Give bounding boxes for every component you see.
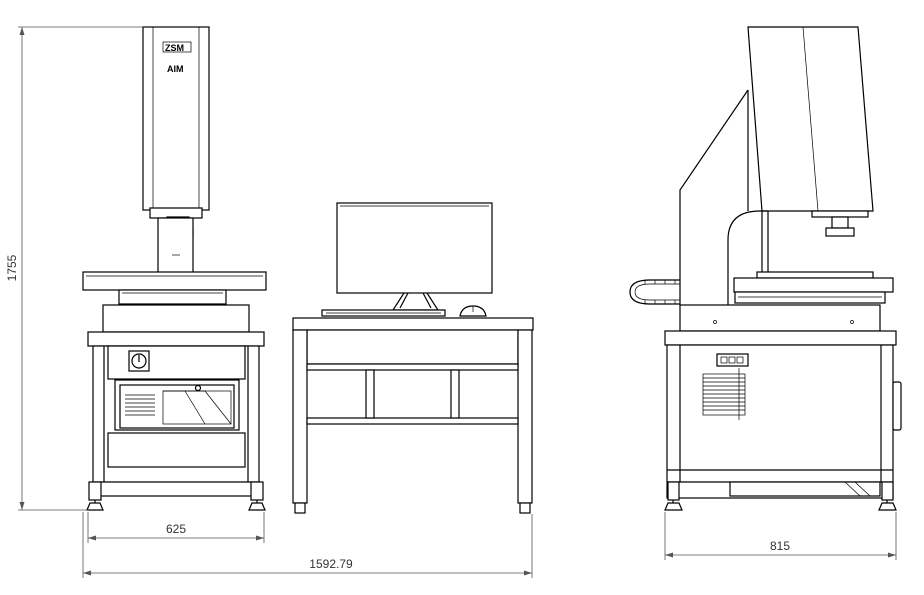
dimension-front-width: 625 — [87, 512, 265, 543]
model-label: AIM — [167, 64, 184, 74]
dimension-front-width-label: 625 — [166, 522, 186, 536]
dimension-total-width: 1592.79 — [82, 512, 533, 578]
front-view-machine: ZSM AIM — [82, 26, 267, 511]
dimension-side-depth: 815 — [664, 512, 897, 560]
side-view-machine — [629, 26, 902, 511]
svg-text:ZSM: ZSM — [165, 43, 184, 53]
computer-desk — [292, 202, 534, 514]
vent-grille — [125, 394, 155, 416]
side-vent-grille — [702, 373, 746, 416]
dimension-height: 1755 — [5, 26, 143, 511]
brand-logo: ZSM — [162, 41, 192, 53]
dimension-height-label: 1755 — [5, 254, 19, 281]
dimension-total-width-label: 1592.79 — [309, 557, 353, 571]
cable-chain — [629, 279, 680, 305]
dimension-side-depth-label: 815 — [770, 539, 790, 553]
